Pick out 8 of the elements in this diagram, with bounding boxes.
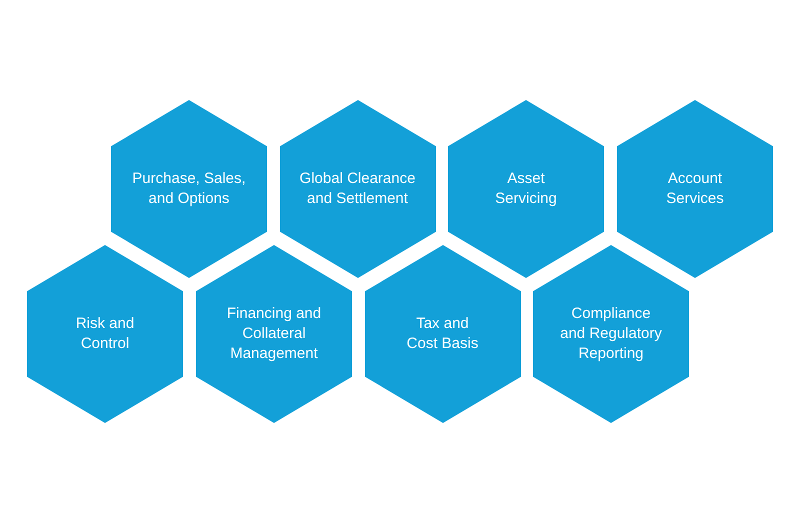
hexagon-label: Purchase, Sales, and Options <box>131 169 247 209</box>
hexagon-label: Tax and Cost Basis <box>406 314 480 354</box>
hexagon-label: Compliance and Regulatory Reporting <box>559 304 663 364</box>
hexagon-label: Risk and Control <box>74 314 136 354</box>
hexagon-label: Financing and Collateral Management <box>226 304 322 364</box>
hexagon-label: Global Clearance and Settlement <box>298 169 416 209</box>
hexagon-label: Account Services <box>665 169 725 209</box>
hexagon-label: Asset Servicing <box>494 169 558 209</box>
